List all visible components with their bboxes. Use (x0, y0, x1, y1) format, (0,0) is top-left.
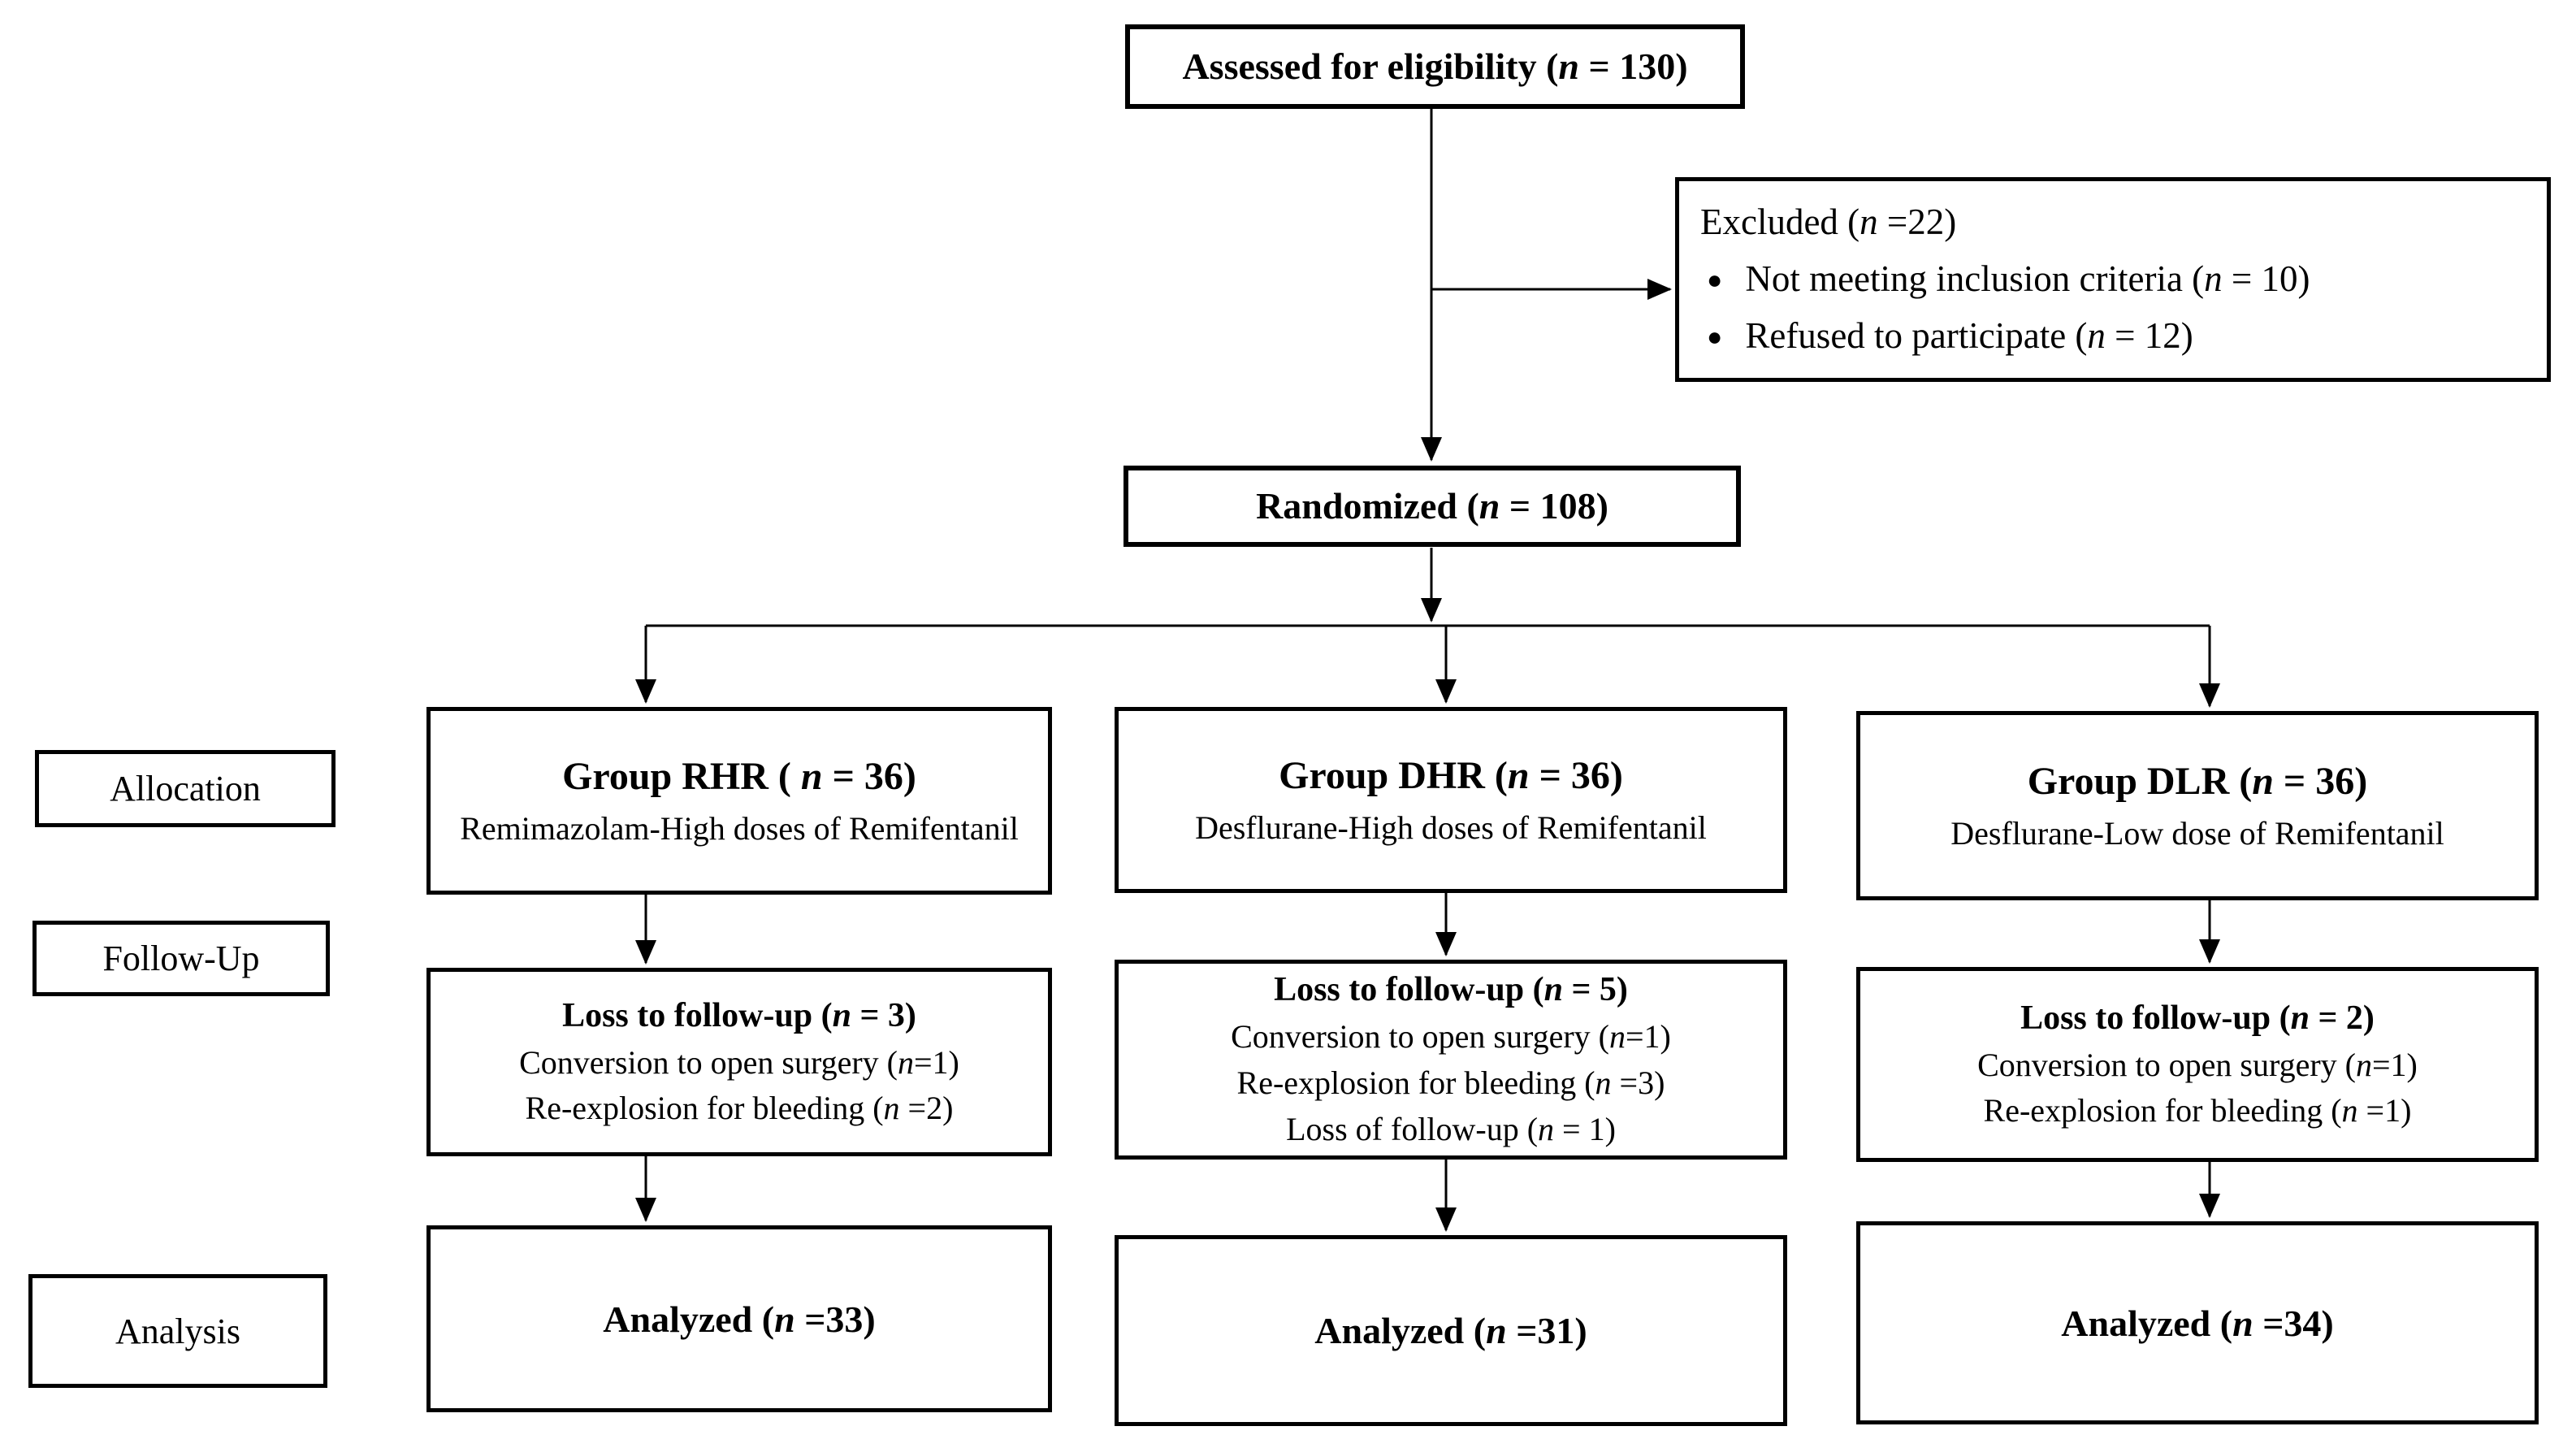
stage-label-allocation: Allocation (35, 750, 336, 827)
analyzed-text: Analyzed (n =31) (1314, 1310, 1587, 1351)
analyzed-text: Analyzed (n =33) (603, 1298, 876, 1340)
stage-label-follow-up: Follow-Up (32, 921, 330, 996)
followup-item: Re-explosion for bleeding (n =1) (1983, 1092, 2412, 1129)
randomized-text: Randomized (n = 108) (1256, 485, 1608, 527)
assessed-box: Assessed for eligibility (n = 130) (1125, 24, 1745, 109)
followup-item: Conversion to open surgery (n=1) (1231, 1018, 1671, 1056)
allocation-box-dlr: Group DLR (n = 36) Desflurane-Low dose o… (1856, 711, 2539, 900)
group-subtitle: Remimazolam-High doses of Remifentanil (460, 809, 1019, 847)
analyzed-text: Analyzed (n =34) (2061, 1302, 2334, 1344)
allocation-box-dhr: Group DHR (n = 36) Desflurane-High doses… (1115, 707, 1787, 893)
followup-title: Loss to follow-up (n = 3) (562, 996, 916, 1034)
analysis-box-dlr: Analyzed (n =34) (1856, 1221, 2539, 1424)
followup-item: Re-explosion for bleeding (n =2) (525, 1090, 954, 1127)
bullet-icon: ● (1707, 265, 1723, 294)
excluded-box: Excluded (n =22) ● Not meeting inclusion… (1675, 177, 2551, 382)
followup-box-rhr: Loss to follow-up (n = 3) Conversion to … (426, 968, 1052, 1156)
allocation-box-rhr: Group RHR ( n = 36) Remimazolam-High dos… (426, 707, 1052, 895)
analysis-box-rhr: Analyzed (n =33) (426, 1225, 1052, 1412)
stage-label-text: Follow-Up (102, 939, 260, 978)
followup-title: Loss to follow-up (n = 5) (1274, 971, 1628, 1009)
excluded-item: ● Not meeting inclusion criteria (n = 10… (1700, 251, 2310, 308)
group-title: Group DLR (n = 36) (2027, 759, 2368, 803)
stage-label-analysis: Analysis (28, 1274, 327, 1388)
followup-title: Loss to follow-up (n = 2) (2020, 999, 2375, 1037)
bullet-icon: ● (1707, 321, 1723, 351)
stage-label-text: Analysis (115, 1311, 240, 1351)
excluded-item-text: Not meeting inclusion criteria (n = 10) (1745, 258, 2310, 300)
group-title: Group DHR (n = 36) (1279, 753, 1623, 797)
stage-label-text: Allocation (110, 769, 261, 809)
followup-item: Re-explosion for bleeding (n =3) (1236, 1064, 1665, 1101)
excluded-item-text: Refused to participate (n = 12) (1745, 314, 2193, 356)
excluded-title: Excluded (n =22) (1700, 202, 1957, 243)
followup-item: Loss of follow-up (n = 1) (1286, 1110, 1616, 1147)
followup-box-dhr: Loss to follow-up (n = 5) Conversion to … (1115, 960, 1787, 1160)
group-subtitle: Desflurane-Low dose of Remifentanil (1950, 814, 2444, 852)
analysis-box-dhr: Analyzed (n =31) (1115, 1235, 1787, 1426)
assessed-text: Assessed for eligibility (n = 130) (1182, 46, 1688, 88)
followup-item: Conversion to open surgery (n=1) (519, 1043, 959, 1081)
group-subtitle: Desflurane-High doses of Remifentanil (1195, 809, 1707, 846)
randomized-box: Randomized (n = 108) (1123, 466, 1741, 547)
followup-item: Conversion to open surgery (n=1) (1977, 1046, 2418, 1083)
group-title: Group RHR ( n = 36) (562, 754, 916, 798)
excluded-item: ● Refused to participate (n = 12) (1700, 308, 2193, 365)
followup-box-dlr: Loss to follow-up (n = 2) Conversion to … (1856, 967, 2539, 1162)
